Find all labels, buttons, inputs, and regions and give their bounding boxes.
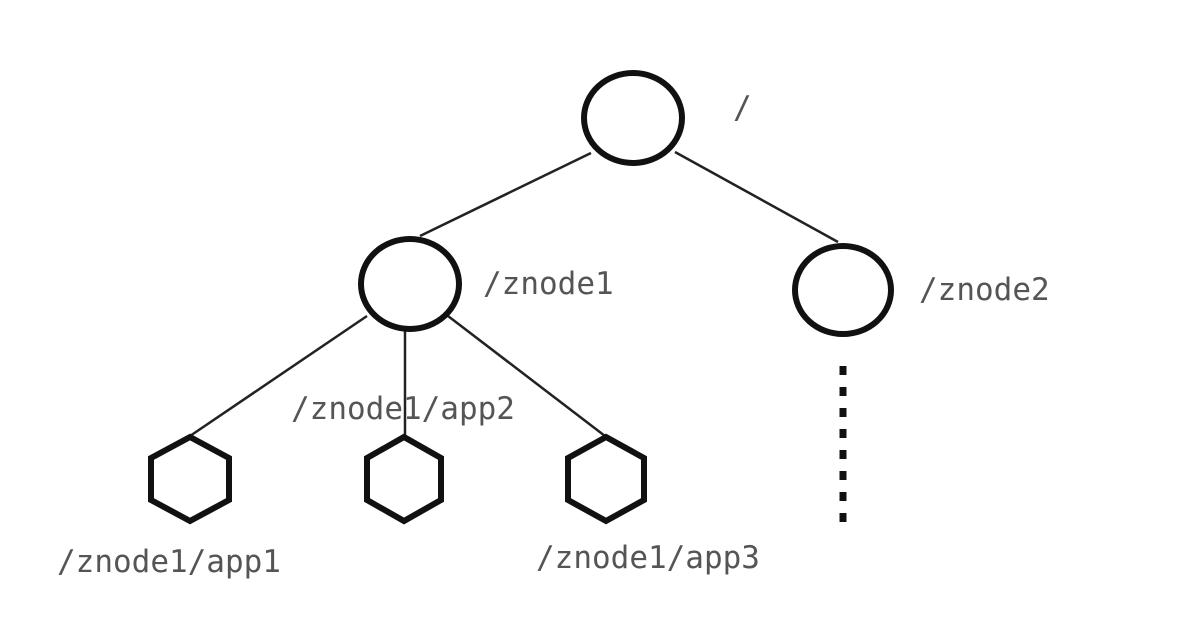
app1-node-hexagon [148,433,232,525]
edge-root-znode1 [419,151,592,238]
edge-root-znode2 [674,150,839,244]
znode-root: / [581,70,752,166]
edge-znode1-app1 [189,314,368,438]
app2-node-label: /znode1/app2 [291,391,515,427]
edges [189,150,839,438]
app3-node-hexagon [565,433,647,525]
znode1-node-label: /znode1 [483,266,614,302]
znode-app1: /znode1/app1 [57,433,281,580]
znode-app3: /znode1/app3 [536,433,760,576]
root-node-circle [581,70,685,166]
root-node-label: / [733,90,752,126]
znode-znode1: /znode1 [358,236,614,332]
znode-app2: /znode1/app2 [291,391,515,525]
app2-node-hexagon [364,433,444,525]
edge-znode1-app3 [447,315,606,437]
app3-node-label: /znode1/app3 [536,540,760,576]
znode2-node-label: /znode2 [919,272,1050,308]
znode1-node-circle [358,236,462,332]
znode-znode2: /znode2 [792,243,1050,337]
znode2-node-circle [792,243,894,337]
app1-node-label: /znode1/app1 [57,544,281,580]
